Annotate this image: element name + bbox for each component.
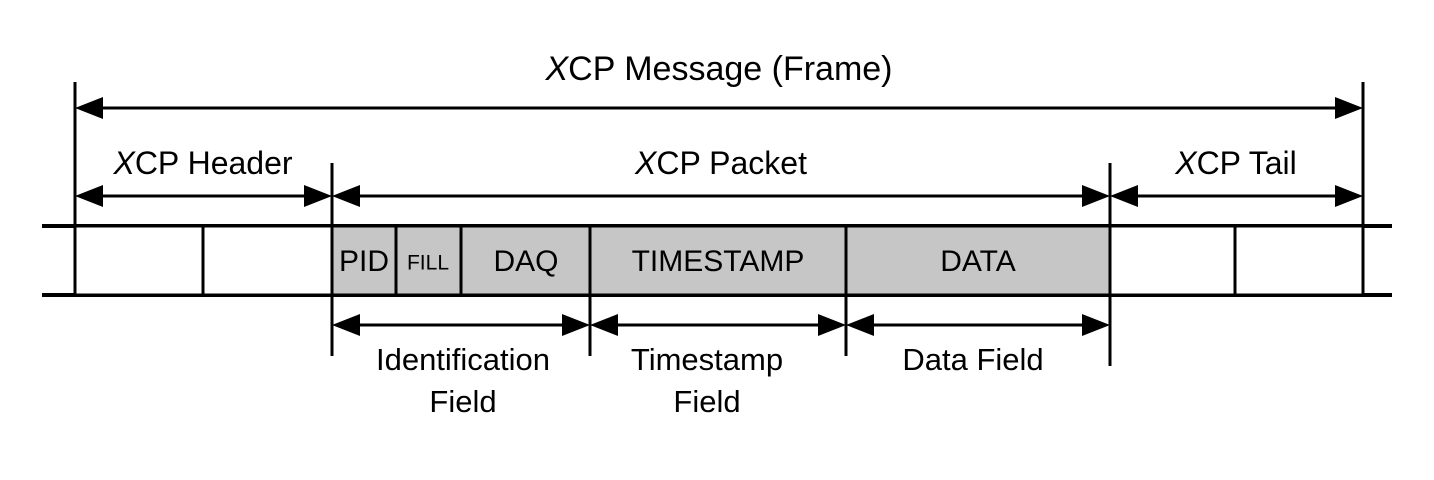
field-box-empty-3 [1108,224,1237,297]
field-box-empty-2 [201,224,334,297]
tail-span-arrowhead-right [1335,185,1363,207]
footer-label-data-line1: Data Field [902,342,1043,377]
identification-span-arrowhead-left [332,314,360,336]
field-box-timestamp [588,224,848,297]
label-xcp-tail: XCP Tail [1174,145,1297,181]
field-box-empty-4 [1233,224,1365,297]
footer-label-identification-line1: Identification [376,342,550,377]
footer-label-timestamp-line2: Field [673,384,740,419]
label-xcp-packet: XCP Packet [634,145,807,181]
field-box-data [844,224,1112,297]
field-box-fill [394,224,463,297]
packet-rest: CP Packet [656,145,807,181]
footer-label-identification-line2: Field [429,384,496,419]
field-label-data: DATA [940,245,1016,278]
field-label-daq: DAQ [493,245,558,278]
frame-span-arrowhead-left [75,97,103,119]
timestamp-span-arrowhead-right [818,314,846,336]
header-rest: CP Header [135,145,293,181]
packet-span-arrowhead-left [332,185,360,207]
identification-span-arrowhead-right [562,314,590,336]
footer-label-timestamp-line1: Timestamp [631,342,783,377]
data-span-arrowhead-left [846,314,874,336]
data-span-arrowhead-right [1082,314,1110,336]
field-label-fill: FILL [407,252,449,275]
title-rest: CP Message (Frame) [568,50,892,88]
header-span-arrowhead-left [75,185,103,207]
tail-rest: CP Tail [1197,145,1297,181]
field-box-daq [459,224,592,297]
field-box-pid [330,224,398,297]
header-italic-x: X [112,145,136,181]
title-italic-x: X [544,50,569,88]
label-xcp-header: XCP Header [112,145,292,181]
packet-italic-x: X [634,145,658,181]
timestamp-span-arrowhead-left [590,314,618,336]
packet-span-arrowhead-right [1082,185,1110,207]
tail-italic-x: X [1174,145,1198,181]
frame-span-arrowhead-right [1335,97,1363,119]
field-label-pid: PID [339,245,389,278]
header-span-arrowhead-right [304,185,332,207]
tail-span-arrowhead-left [1110,185,1138,207]
field-label-timestamp: TIMESTAMP [632,245,805,278]
field-box-empty-1 [73,224,205,297]
diagram-title: XCP Message (Frame) [544,50,892,88]
